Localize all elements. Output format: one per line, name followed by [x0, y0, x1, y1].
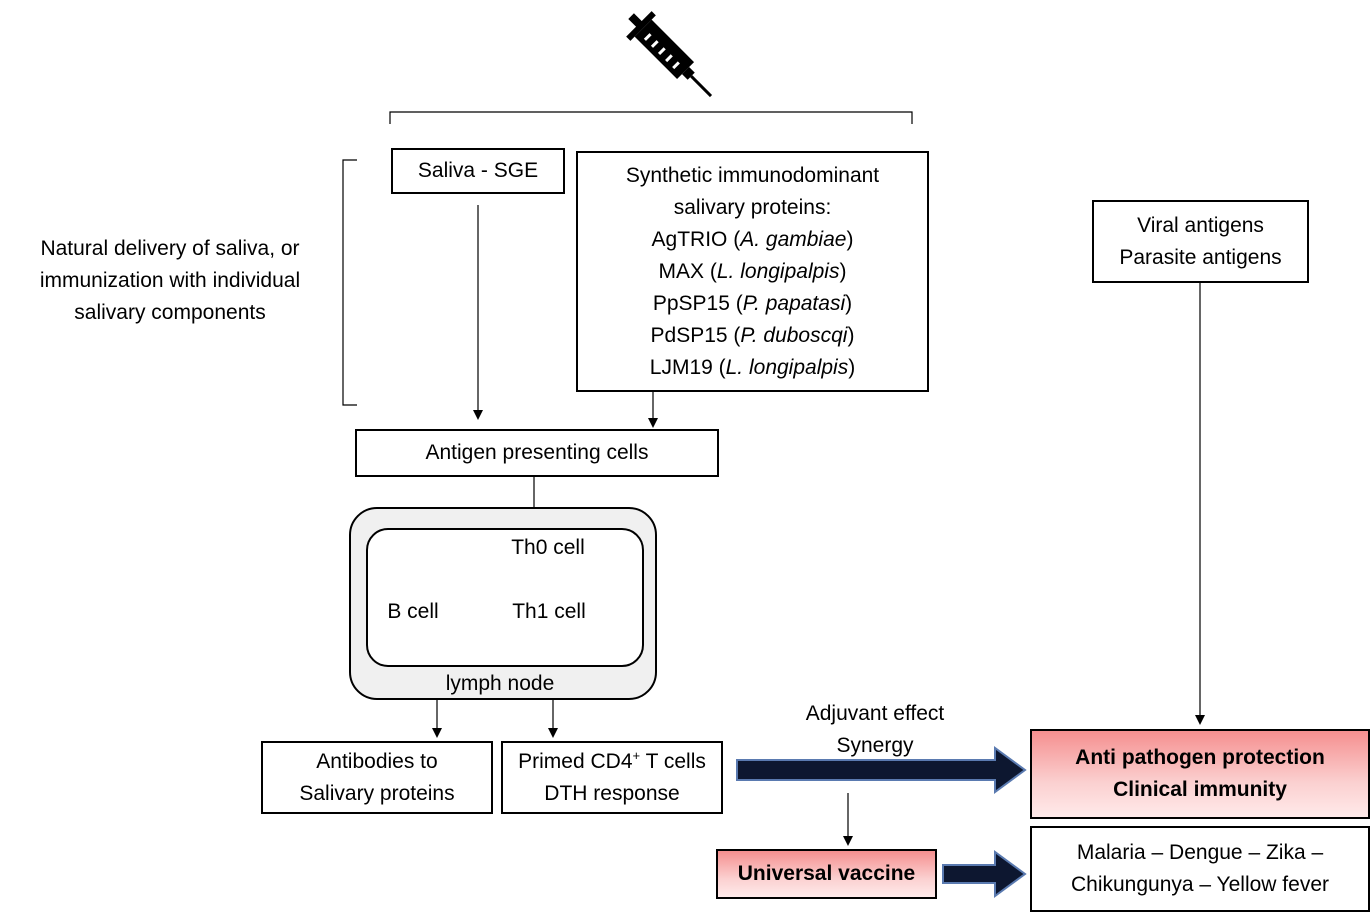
- left-label-line: Natural delivery of saliva, or: [40, 237, 300, 260]
- protection-box: Anti pathogen protection Clinical immuni…: [1030, 729, 1370, 819]
- apc-box-label: Antigen presenting cells: [425, 441, 649, 464]
- antibodies-line: Salivary proteins: [299, 781, 455, 805]
- th1-cell-label: Th1 cell: [512, 600, 586, 623]
- lymph-node-inner: [366, 528, 644, 667]
- antibodies-box: Antibodies to Salivary proteins: [261, 741, 493, 814]
- universal-vaccine-box: Universal vaccine: [716, 849, 937, 899]
- primed-line: Primed CD4+ T cells: [518, 747, 706, 773]
- protein-item: PdSP15 (P. duboscqi): [650, 323, 855, 347]
- diseases-box: Malaria – Dengue – Zika – Chikungunya – …: [1030, 826, 1370, 912]
- left-label: Natural delivery of saliva, or immunizat…: [5, 233, 335, 329]
- antibodies-line: Antibodies to: [316, 749, 438, 773]
- adjuvant-line: Synergy: [836, 734, 914, 757]
- adjuvant-line: Adjuvant effect: [805, 702, 945, 725]
- diseases-line: Chikungunya – Yellow fever: [1070, 873, 1329, 896]
- block-arrow-protection: [736, 746, 1027, 794]
- antigens-line: Viral antigens: [1137, 213, 1264, 237]
- saliva-box-label: Saliva - SGE: [417, 159, 539, 182]
- block-arrow-diseases: [942, 850, 1027, 898]
- saliva-box: Saliva - SGE: [391, 148, 565, 194]
- top-bracket: [389, 111, 913, 124]
- syringe-icon: [626, 11, 713, 98]
- protein-item: MAX (L. longipalpis): [658, 259, 847, 283]
- protection-line: Clinical immunity: [1113, 778, 1287, 801]
- lymph-node-label: lymph node: [445, 672, 555, 695]
- adjuvant-label: Adjuvant effect Synergy: [760, 698, 990, 762]
- primed-line: DTH response: [544, 781, 680, 805]
- th0-cell-label: Th0 cell: [511, 536, 585, 559]
- left-label-line: immunization with individual: [39, 269, 301, 292]
- left-bracket: [342, 159, 357, 406]
- protein-item: LJM19 (L. longipalpis): [649, 355, 856, 379]
- protein-item: PpSP15 (P. papatasi): [652, 291, 853, 315]
- diseases-line: Malaria – Dengue – Zika –: [1076, 841, 1324, 864]
- universal-vaccine-label: Universal vaccine: [737, 862, 916, 885]
- left-label-line: salivary components: [74, 301, 266, 324]
- primed-cd4-box: Primed CD4+ T cells DTH response: [501, 741, 723, 814]
- antigens-line: Parasite antigens: [1119, 245, 1282, 269]
- apc-box: Antigen presenting cells: [355, 429, 719, 477]
- b-cell-label: B cell: [387, 600, 439, 623]
- protein-item: AgTRIO (A. gambiae): [651, 227, 854, 251]
- synthetic-title-line: salivary proteins:: [673, 195, 832, 219]
- antigens-box: Viral antigens Parasite antigens: [1092, 200, 1309, 283]
- synthetic-proteins-box: Synthetic immunodominant salivary protei…: [576, 151, 929, 392]
- protection-line: Anti pathogen protection: [1075, 746, 1325, 769]
- synthetic-title-line: Synthetic immunodominant: [625, 163, 880, 187]
